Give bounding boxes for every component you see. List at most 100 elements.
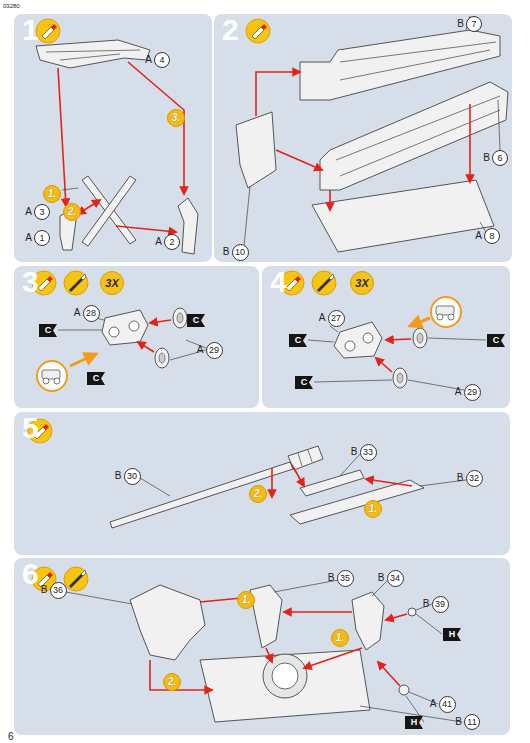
- catalog-number: 03280: [3, 3, 20, 9]
- sprue-letter: A: [319, 313, 326, 323]
- part-number: 39: [435, 600, 445, 609]
- part-callout: B11: [464, 714, 480, 730]
- part-callout: B32: [466, 470, 483, 487]
- part-number: 7: [471, 20, 476, 29]
- sprue-letter: B: [457, 19, 464, 29]
- color-flag: C: [39, 324, 57, 337]
- step-panel: 43XA27CCCA29: [262, 266, 510, 408]
- sprue-letter: B: [223, 247, 230, 257]
- flag-outline: [187, 314, 205, 327]
- flag-outline: [289, 334, 307, 347]
- part-number: 29: [209, 346, 219, 355]
- part-callout: A8: [484, 228, 500, 244]
- order-badge: 2.: [163, 673, 181, 691]
- part-callout: A41: [439, 696, 456, 713]
- page-number: 6: [8, 732, 14, 742]
- color-code: C: [193, 316, 200, 325]
- order-number: 1.: [48, 189, 56, 199]
- part-number: 1: [39, 234, 44, 243]
- part-callout: A3: [34, 204, 50, 220]
- part-callout: B6: [492, 150, 508, 166]
- part-number: 8: [489, 232, 494, 241]
- color-code: C: [93, 374, 100, 383]
- part-number: 41: [442, 700, 452, 709]
- sprue-letter: A: [25, 207, 32, 217]
- step-number: 2: [222, 13, 239, 47]
- order-number: 1.: [336, 633, 344, 643]
- part-number: 2: [169, 238, 174, 247]
- part-callout: B34: [387, 570, 404, 587]
- color-code: H: [411, 718, 418, 727]
- part-number: 33: [363, 448, 373, 457]
- step-panel: 5B33B30B322.1.: [14, 412, 510, 555]
- part-number: 29: [467, 388, 477, 397]
- color-code: C: [295, 336, 302, 345]
- part-callout: A1: [34, 230, 50, 246]
- repeat-count: 3X: [105, 278, 118, 289]
- color-flag: C: [187, 314, 205, 327]
- repeat-badge: 3X: [100, 271, 124, 295]
- part-callout: A28: [83, 305, 100, 322]
- color-flag: C: [295, 376, 313, 389]
- part-number: 4: [159, 56, 164, 65]
- part-number: 11: [467, 718, 476, 727]
- part-number: 32: [469, 474, 479, 483]
- part-callout: B33: [360, 444, 377, 461]
- order-badge: 2.: [63, 203, 81, 221]
- flag-outline: [405, 716, 423, 729]
- part-callout: A29: [206, 342, 223, 359]
- sprue-letter: B: [115, 471, 122, 481]
- flag-outline: [295, 376, 313, 389]
- sprue-letter: A: [197, 345, 204, 355]
- part-number: 3: [39, 208, 44, 217]
- flag-outline: [487, 334, 505, 347]
- color-code: C: [301, 378, 308, 387]
- part-callout: B35: [337, 570, 354, 587]
- part-callout: B39: [432, 596, 449, 613]
- sprue-letter: B: [455, 717, 462, 727]
- order-badge: 1.: [364, 500, 382, 518]
- sprue-letter: B: [378, 573, 385, 583]
- part-callout: A2: [164, 234, 180, 250]
- sprue-letter: A: [475, 231, 482, 241]
- flag-outline: [443, 628, 461, 641]
- color-flag: C: [289, 334, 307, 347]
- flag-outline: [87, 372, 105, 385]
- step-number: 4: [270, 265, 287, 299]
- part-number: 35: [340, 574, 350, 583]
- color-code: C: [45, 326, 52, 335]
- sprue-letter: B: [483, 153, 490, 163]
- part-callout: B30: [124, 468, 141, 485]
- part-number: 28: [86, 309, 96, 318]
- step-panel: 6B35B34B361.B391.H2.A41B11H: [14, 558, 510, 735]
- repeat-count: 3X: [355, 278, 368, 289]
- sprue-letter: A: [430, 699, 437, 709]
- order-badge: 1.: [43, 185, 61, 203]
- part-callout: A4: [154, 52, 170, 68]
- step-panel: 1A43.1.A32.A1A2: [14, 14, 212, 262]
- sprue-letter: A: [25, 233, 32, 243]
- part-callout: B36: [50, 582, 67, 599]
- order-number: 2.: [168, 677, 176, 687]
- repeat-badge: 3X: [350, 271, 374, 295]
- color-code: C: [493, 336, 500, 345]
- order-number: 2.: [254, 489, 262, 499]
- order-badge: 1.: [331, 629, 349, 647]
- sprue-letter: A: [155, 237, 162, 247]
- color-flag: C: [487, 334, 505, 347]
- step-panel: 33XA28CCA29C: [14, 266, 259, 408]
- order-badge: 3.: [167, 109, 185, 127]
- order-number: 3.: [172, 113, 180, 123]
- order-badge: 2.: [249, 485, 267, 503]
- sprue-letter: A: [145, 55, 152, 65]
- part-number: 30: [127, 472, 137, 481]
- sprue-letter: B: [457, 473, 464, 483]
- color-flag: H: [443, 628, 461, 641]
- part-number: 27: [331, 314, 341, 323]
- color-flag: H: [405, 716, 423, 729]
- order-badge: 1.: [237, 591, 255, 609]
- flag-outline: [39, 324, 57, 337]
- color-code: H: [449, 630, 456, 639]
- color-flag: C: [87, 372, 105, 385]
